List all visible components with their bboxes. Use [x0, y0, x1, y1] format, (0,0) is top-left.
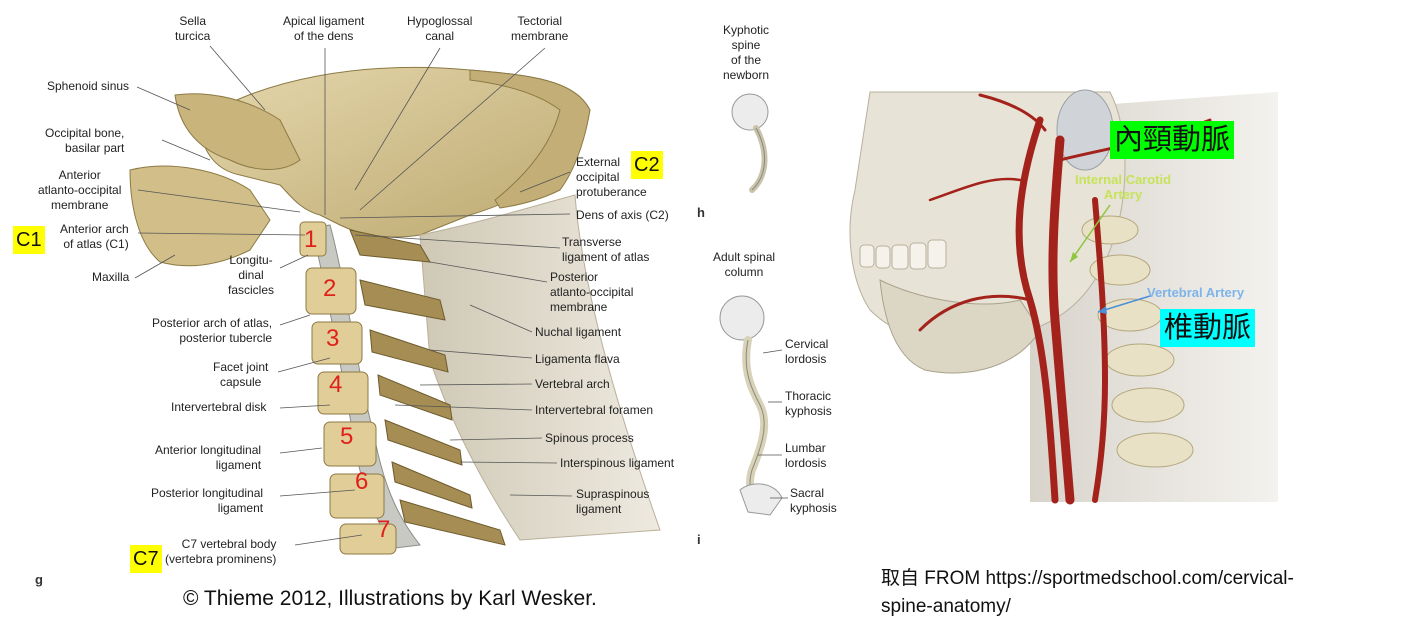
vertebral-body-c6: [329, 473, 385, 519]
label-lumbar-lordosis: Lumbar lordosis: [785, 441, 827, 470]
label-dens-of-axis: Dens of axis (C2): [576, 208, 669, 222]
cervical-vertebra: [1111, 387, 1185, 423]
label-facet-joint-capsule: Facet joint capsule: [213, 360, 269, 389]
figure-letter-i: i: [697, 532, 701, 547]
label-ligamenta-flava: Ligamenta flava: [535, 352, 620, 366]
label-sphenoid-sinus: Sphenoid sinus: [47, 79, 130, 93]
sphenoid: [174, 93, 301, 170]
label-spinous-process: Spinous process: [545, 431, 634, 445]
vertebral-body-c1: [299, 221, 327, 257]
highlight-c1: C1: [13, 226, 45, 254]
spinous-process-3: [369, 329, 449, 373]
cervical-vertebra: [1089, 254, 1151, 286]
internal-carotid-path: [1048, 135, 1075, 505]
vertebra-number-2: 2: [323, 275, 337, 302]
occipital-squama: [469, 69, 591, 209]
vertebral-body-c7: [339, 523, 397, 555]
adult-pelvis: [739, 483, 783, 516]
label-external-occipital-protuberance: External occipital protuberance: [576, 155, 647, 199]
label-thoracic-kyphosis: Thoracic kyphosis: [785, 389, 832, 418]
label-intervertebral-foramen: Intervertebral foramen: [535, 403, 654, 417]
label-posterior-longitudinal-ligament: Posterior longitudinal ligament: [151, 486, 264, 515]
label-internal-carotid-zh: 內頸動脈: [1110, 121, 1235, 159]
label-occipital-bone: Occipital bone, basilar part: [45, 126, 125, 155]
label-posterior-atlanto-occipital-membrane: Posterior atlanto-occipital membrane: [550, 270, 634, 314]
label-interspinous-ligament: Interspinous ligament: [560, 456, 675, 470]
label-sella-turcica: Sella turcica: [175, 14, 211, 43]
tooth: [927, 239, 947, 269]
vertebral-body-c5: [323, 421, 377, 467]
label-vertebral-arch: Vertebral arch: [535, 377, 610, 391]
spinous-process-6: [391, 461, 473, 509]
label-internal-carotid-en: Internal Carotid Artery: [1075, 172, 1172, 202]
thieme-credit: © Thieme 2012, Illustrations by Karl Wes…: [183, 587, 597, 610]
cervical-vertebra: [1105, 343, 1175, 377]
label-vertebral-artery-zh: 椎動脈: [1160, 309, 1256, 347]
tooth: [859, 244, 875, 268]
vertebral-artery-path: [1092, 197, 1109, 503]
label-tectorial-membrane: Tectorial membrane: [511, 14, 569, 43]
tooth: [891, 244, 909, 270]
highlight-c2: C2: [631, 151, 663, 179]
vertebra-number-1: 1: [304, 226, 318, 253]
vertebra-number-7: 7: [377, 516, 391, 543]
label-kyphotic-newborn: Kyphotic spine of the newborn: [723, 23, 770, 82]
maxilla-area: [129, 165, 271, 267]
maxillary-branch: [928, 177, 1022, 202]
spinous-process-5: [384, 419, 463, 466]
figure-letter-g: g: [35, 572, 43, 587]
source-citation: 取自 FROM https://sportmedschool.com/cervi…: [881, 568, 1294, 617]
label-apical-ligament: Apical ligament of the dens: [283, 14, 365, 43]
adult-skull: [719, 295, 765, 341]
newborn-skull: [731, 93, 769, 131]
cervical-vertebra: [1097, 298, 1163, 332]
label-anterior-atlanto-occipital-membrane: Anterior atlanto-occipital membrane: [38, 168, 122, 212]
highlight-c7: C7: [130, 545, 162, 573]
label-sacral-kyphosis: Sacral kyphosis: [790, 486, 837, 515]
tooth: [909, 242, 927, 270]
figure-letter-h: h: [697, 205, 705, 220]
vertebral-body-c2: [305, 267, 357, 315]
vertebra-number-6: 6: [355, 468, 369, 495]
vertebra-number-5: 5: [340, 423, 354, 450]
spinous-process-7: [399, 499, 506, 546]
figure-g-illustration: [129, 45, 661, 555]
label-cervical-lordosis: Cervical lordosis: [785, 337, 829, 366]
label-supraspinous-ligament: Supraspinous ligament: [576, 487, 650, 516]
cervical-vertebra: [1116, 432, 1194, 468]
label-adult-spinal-column: Adult spinal column: [713, 250, 776, 279]
vertebra-number-3: 3: [326, 325, 340, 352]
spinous-process-4: [377, 374, 453, 421]
spinous-process-2: [359, 279, 446, 321]
facial-artery-branch: [918, 294, 1032, 332]
cervical-vertebra: [1081, 215, 1139, 245]
vertebral-body-c4: [317, 371, 369, 415]
label-longitudinal-fascicles: Longitu- dinal fascicles: [228, 253, 275, 297]
vertebral-body-c3: [311, 321, 363, 365]
temporal-artery-branch: [978, 93, 1047, 132]
label-intervertebral-disk: Intervertebral disk: [171, 400, 267, 414]
label-posterior-arch: Posterior arch of atlas, posterior tuber…: [152, 316, 273, 345]
nuchal-ligament-area: [419, 194, 661, 541]
label-c7-vertebral-body: C7 vertebral body (vertebra prominens): [165, 537, 277, 566]
mandible: [879, 279, 1041, 374]
label-anterior-longitudinal-ligament: Anterior longitudinal ligament: [155, 443, 262, 472]
vertebra-number-4: 4: [329, 371, 343, 398]
label-hypoglossal-canal: Hypoglossal canal: [407, 14, 473, 43]
label-nuchal-ligament: Nuchal ligament: [535, 325, 622, 339]
label-transverse-ligament: Transverse ligament of atlas: [562, 235, 650, 264]
label-maxilla: Maxilla: [92, 270, 130, 284]
label-vertebral-artery-en: Vertebral Artery: [1147, 285, 1245, 300]
tooth: [875, 245, 891, 269]
label-anterior-arch: Anterior arch of atlas (C1): [60, 222, 129, 251]
